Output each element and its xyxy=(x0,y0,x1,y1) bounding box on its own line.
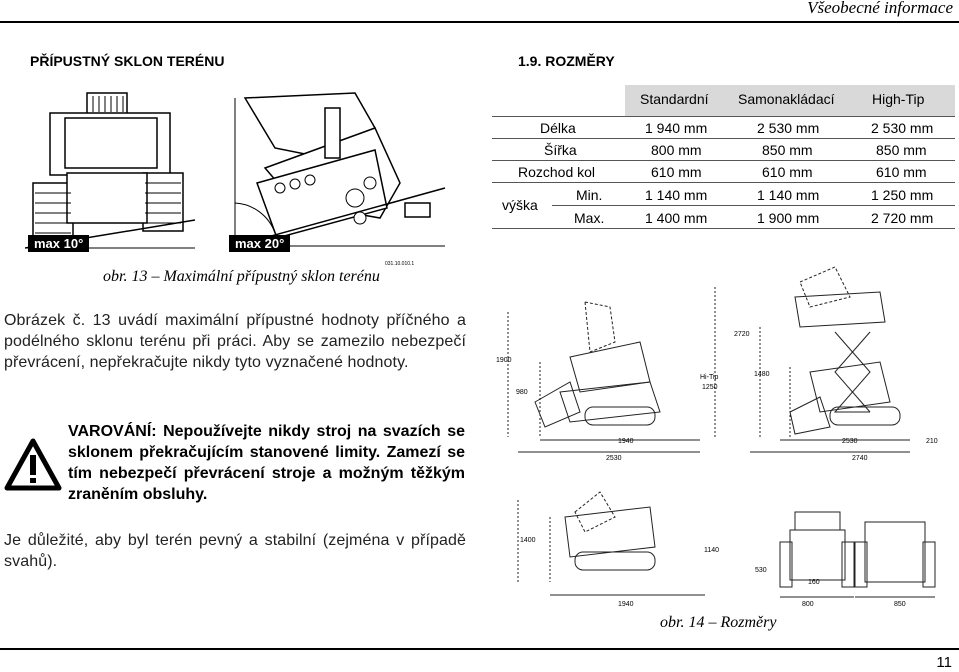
dim-1940: 1940 xyxy=(618,438,634,445)
cell-rozchod-std: 610 mm xyxy=(651,164,702,180)
cell-min-samo: 1 140 mm xyxy=(757,187,820,203)
dim-1250: 1250 xyxy=(702,384,718,391)
col-samonakladaci: Samonakládací xyxy=(738,91,835,107)
dim-530: 530 xyxy=(755,567,767,574)
cell-delka-std: 1 940 mm xyxy=(645,120,708,136)
slope-illustration xyxy=(25,92,446,249)
cell-max-std: 1 400 mm xyxy=(645,210,708,226)
warning-icon xyxy=(4,438,62,491)
label-max-20: max 20° xyxy=(229,235,291,252)
label-max-10: max 10° xyxy=(28,235,90,252)
cell-sirka-ht: 850 mm xyxy=(876,142,927,158)
cell-rozchod-ht: 610 mm xyxy=(876,164,927,180)
cell-max-ht: 2 720 mm xyxy=(871,210,934,226)
dim-2720: 2720 xyxy=(734,331,750,338)
cell-delka-ht: 2 530 mm xyxy=(871,120,934,136)
dim-800: 800 xyxy=(802,601,814,608)
dim-210: 210 xyxy=(926,438,938,445)
stability-paragraph: Je důležité, aby byl terén pevný a stabi… xyxy=(4,532,466,570)
section-title-slope: PŘÍPUSTNÝ SKLON TERÉNU xyxy=(30,53,225,69)
dim-1400: 1400 xyxy=(520,537,536,544)
row-label-max: Max. xyxy=(574,210,605,226)
header-title: Všeobecné informace xyxy=(807,0,953,17)
page-number: 11 xyxy=(936,654,952,671)
cell-min-std: 1 140 mm xyxy=(645,187,708,203)
figure-13-caption: obr. 13 – Maximální přípustný sklon teré… xyxy=(103,268,380,285)
cell-min-ht: 1 250 mm xyxy=(871,187,934,203)
dim-1480: 1480 xyxy=(754,371,770,378)
table-header-bg xyxy=(625,85,955,116)
dim-2530-a: 2530 xyxy=(606,455,622,462)
figure-code: 031.10.010.1 xyxy=(385,261,415,267)
row-label-vyska: výška xyxy=(502,197,538,213)
dim-hitip: Hi-Tip xyxy=(700,374,719,381)
col-standardni: Standardní xyxy=(640,91,709,107)
dim-160: 160 xyxy=(808,579,820,586)
figure-14-caption: obr. 14 – Rozměry xyxy=(660,614,777,631)
dim-2530-b: 2530 xyxy=(842,438,858,445)
cell-max-samo: 1 900 mm xyxy=(757,210,820,226)
section-name: ROZMĚRY xyxy=(545,53,615,69)
cell-rozchod-samo: 610 mm xyxy=(762,164,813,180)
slope-paragraph: Obrázek č. 13 uvádí maximální přípustné … xyxy=(4,312,466,371)
cell-sirka-std: 800 mm xyxy=(651,142,702,158)
dim-850: 850 xyxy=(894,601,906,608)
cell-sirka-samo: 850 mm xyxy=(762,142,813,158)
dim-1900: 1900 xyxy=(496,357,512,364)
dim-1940-b: 1940 xyxy=(618,601,634,608)
cell-delka-samo: 2 530 mm xyxy=(757,120,820,136)
footer-divider xyxy=(0,648,959,650)
dim-980: 980 xyxy=(516,389,528,396)
col-hightip: High-Tip xyxy=(872,91,925,107)
row-label-min: Min. xyxy=(576,187,603,203)
dimension-drawings: 1900 980 2720 Hi-Tip 1250 1480 1940 2530… xyxy=(496,266,938,608)
section-number: 1.9. xyxy=(518,53,542,69)
row-label-sirka: Šířka xyxy=(544,142,577,158)
dim-2740: 2740 xyxy=(852,455,868,462)
row-label-rozchod: Rozchod kol xyxy=(518,164,596,180)
section-title-dimensions: 1.9. ROZMĚRY xyxy=(518,53,615,69)
dim-1140: 1140 xyxy=(704,547,719,554)
row-label-delka: Délka xyxy=(540,120,576,136)
header-divider xyxy=(0,21,959,23)
warning-text: VAROVÁNÍ: Nepoužívejte nikdy stroj na sv… xyxy=(68,423,465,503)
